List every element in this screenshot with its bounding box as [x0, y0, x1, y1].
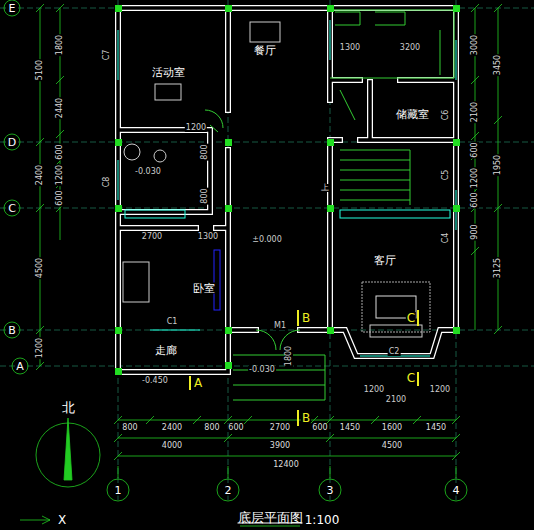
section-mark: A [193, 377, 203, 389]
dimension: 1450 [425, 424, 447, 432]
axis-label: E [8, 3, 17, 14]
note: 1800 [285, 345, 293, 367]
note: C7 [103, 49, 111, 62]
section-mark: B [301, 412, 311, 424]
note: ±0.000 [251, 236, 283, 244]
note: 1200 [363, 386, 385, 394]
dimension: 1950 [494, 154, 502, 176]
note: 2700 [141, 233, 163, 241]
dimension: 5100 [36, 59, 44, 81]
section-mark: C [406, 372, 416, 384]
dimension: 600 [56, 143, 64, 160]
note: 1200 [429, 386, 451, 394]
note: 1:100 [304, 514, 341, 526]
room-name: 卧室 [192, 283, 216, 294]
note: M1 [273, 322, 287, 330]
dimension: 3450 [494, 54, 502, 76]
section-mark: B [301, 312, 311, 324]
note: 1300 [197, 233, 219, 241]
dimension: 600 [471, 191, 479, 208]
axis-label: C [7, 203, 17, 214]
dimension: 800 [121, 424, 138, 432]
room-name: 活动室 [151, 67, 186, 78]
note: 800 [201, 143, 209, 160]
note: 1300 [339, 44, 361, 52]
room-name: 走廊 [154, 345, 178, 356]
note: 上 [320, 184, 330, 192]
note: C8 [103, 176, 111, 189]
dimension: 1200 [56, 164, 64, 186]
axis-label: A [15, 361, 25, 372]
dimension: 3900 [269, 442, 291, 450]
note: -0.030 [134, 168, 162, 176]
dimension: 800 [203, 424, 220, 432]
dimension: 4000 [161, 442, 183, 450]
dimension: 12400 [272, 461, 299, 469]
dimension: 3125 [494, 257, 502, 279]
note: 800 [201, 187, 209, 204]
axis-label: D [7, 137, 17, 148]
axis-label: 3 [326, 485, 335, 496]
dimension: 1600 [381, 424, 403, 432]
axis-label: 4 [452, 485, 461, 496]
room-name: 客厅 [373, 255, 397, 266]
note: -0.450 [141, 377, 169, 385]
dimension: 600 [311, 424, 328, 432]
dimension: 2400 [161, 424, 183, 432]
dimension: 1800 [56, 34, 64, 56]
dimension: 2440 [56, 97, 64, 119]
dimension: 1450 [339, 424, 361, 432]
axis-label: 2 [224, 485, 233, 496]
dimension: 900 [471, 223, 479, 240]
note: 3200 [399, 44, 421, 52]
dimension: 600 [471, 141, 479, 158]
drawing-title: 底层平面图 [237, 511, 304, 524]
room-name: 餐厅 [253, 45, 277, 56]
room-name: 储藏室 [395, 109, 430, 120]
dimension: 4500 [36, 257, 44, 279]
note: C5 [442, 169, 450, 182]
north-label: 北 [61, 401, 76, 414]
note: C1 [166, 318, 179, 326]
note: 1200 [185, 124, 207, 132]
dimension: 3000 [471, 34, 479, 56]
axis-label: B [7, 325, 17, 336]
dimension: 4500 [381, 442, 403, 450]
note: 2100 [385, 396, 407, 404]
dimension: 1200 [36, 337, 44, 359]
dimension: 1200 [471, 167, 479, 189]
dimension: 2700 [269, 424, 291, 432]
note: X [57, 514, 67, 526]
note: C6 [442, 109, 450, 122]
dimension: 600 [227, 424, 244, 432]
axis-label: 1 [114, 485, 123, 496]
dimension: 2400 [36, 164, 44, 186]
section-mark: C [406, 312, 416, 324]
note: C2 [388, 348, 401, 356]
note: -0.030 [248, 366, 276, 374]
note: C4 [442, 232, 450, 245]
dimension: 2100 [471, 101, 479, 123]
dimension: 600 [56, 189, 64, 206]
